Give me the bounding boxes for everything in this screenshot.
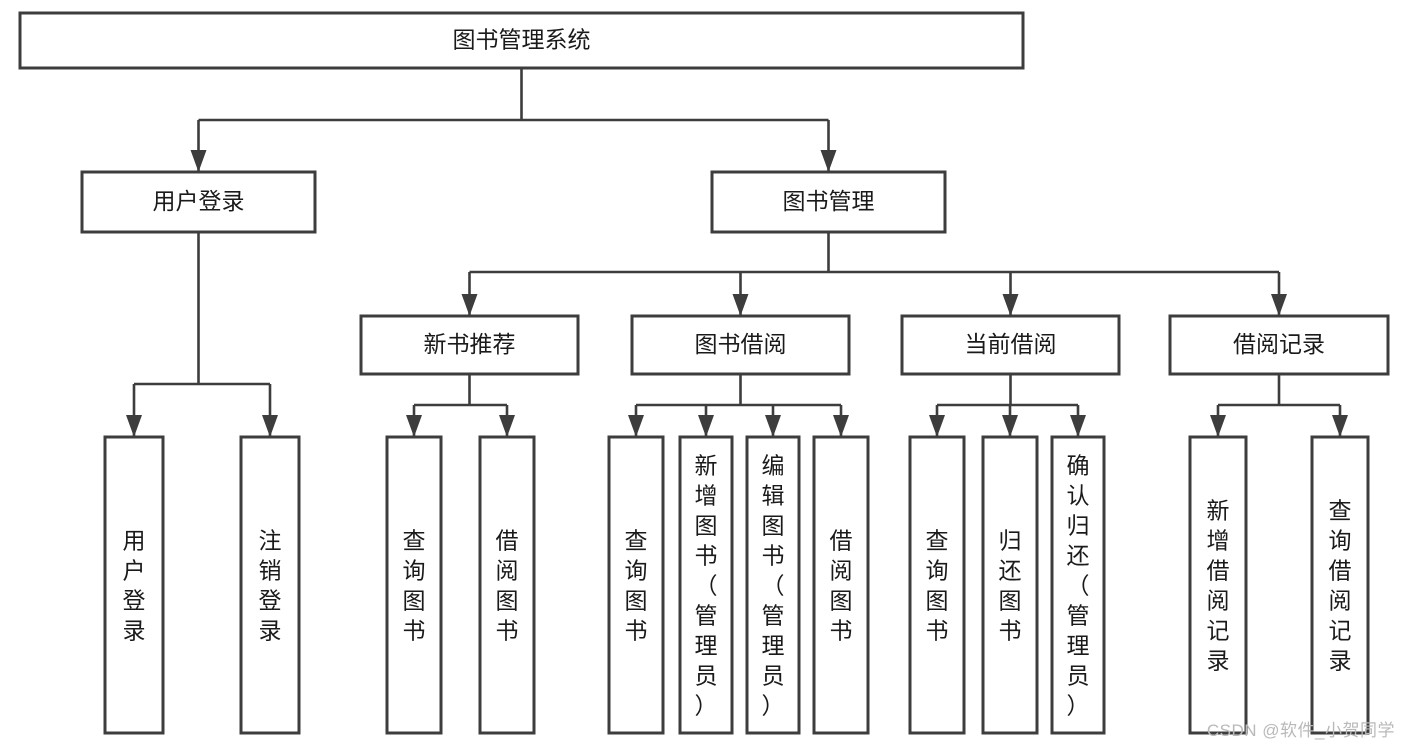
node-label: 当前借阅: [965, 331, 1057, 357]
arrow-head-icon: [499, 415, 515, 437]
node-label: 新增图书（管理员）: [695, 452, 718, 718]
edge-group: [406, 374, 515, 437]
edge-group: [126, 232, 278, 437]
node-box: [1188, 435, 1248, 735]
node-leaf-查询图书[interactable]: 查询图书: [385, 435, 443, 735]
watermark-text: CSDN @软件_小贺同学: [1206, 721, 1395, 740]
node-l3-当前借阅[interactable]: 当前借阅: [900, 314, 1121, 376]
node-box: [630, 314, 851, 376]
node-label: 图书管理系统: [453, 27, 591, 53]
node-leaf-借阅图书[interactable]: 借阅图书: [812, 435, 870, 735]
node-box: [900, 314, 1121, 376]
diagram-nodes: 图书管理系统用户登录图书管理新书推荐图书借阅当前借阅借阅记录用户登录注销登录查询…: [18, 11, 1390, 735]
node-label: 确认归还（管理员）: [1067, 452, 1090, 718]
arrow-head-icon: [1002, 415, 1018, 437]
node-leaf-查询图书[interactable]: 查询图书: [607, 435, 665, 735]
node-label: 用户登录: [123, 527, 146, 643]
node-box: [385, 435, 443, 735]
node-label: 编辑图书（管理员）: [762, 452, 785, 718]
node-label: 查询图书: [926, 527, 949, 643]
arrow-head-icon: [1271, 294, 1287, 316]
arrow-head-icon: [765, 415, 781, 437]
connector-edges: [126, 68, 1348, 437]
node-l2-用户登录[interactable]: 用户登录: [80, 170, 317, 234]
node-box: [478, 435, 536, 735]
node-box: [18, 11, 1025, 70]
node-box: [359, 314, 580, 376]
node-label: 查询图书: [625, 527, 648, 643]
node-root-图书管理系统[interactable]: 图书管理系统: [18, 11, 1025, 70]
edge-group: [1210, 374, 1348, 437]
node-leaf-确认归还管理员[interactable]: 确认归还（管理员）: [1050, 435, 1106, 735]
node-label: 用户登录: [153, 188, 245, 214]
node-box: [710, 170, 947, 234]
node-box: [981, 435, 1039, 735]
node-label: 查询借阅记录: [1329, 497, 1352, 673]
node-box: [1168, 314, 1390, 376]
node-box: [908, 435, 966, 735]
node-label: 图书借阅: [695, 331, 787, 357]
node-leaf-借阅图书[interactable]: 借阅图书: [478, 435, 536, 735]
arrow-head-icon: [461, 294, 478, 316]
edge-group: [929, 374, 1086, 437]
node-box: [607, 435, 665, 735]
arrow-head-icon: [406, 415, 422, 437]
node-box: [103, 435, 165, 735]
node-leaf-用户登录[interactable]: 用户登录: [103, 435, 165, 735]
node-label: 借阅记录: [1233, 331, 1325, 357]
arrow-head-icon: [833, 415, 849, 437]
arrow-head-icon: [1332, 415, 1348, 437]
node-l2-图书管理[interactable]: 图书管理: [710, 170, 947, 234]
arrow-head-icon: [1070, 415, 1086, 437]
arrow-head-icon: [732, 294, 749, 316]
arrow-head-icon: [929, 415, 945, 437]
arrow-head-icon: [190, 150, 207, 172]
node-leaf-查询图书[interactable]: 查询图书: [908, 435, 966, 735]
node-l3-新书推荐[interactable]: 新书推荐: [359, 314, 580, 376]
node-l3-借阅记录[interactable]: 借阅记录: [1168, 314, 1390, 376]
arrow-head-icon: [1002, 294, 1019, 316]
node-leaf-归还图书[interactable]: 归还图书: [981, 435, 1039, 735]
node-leaf-查询借阅记录[interactable]: 查询借阅记录: [1310, 435, 1370, 735]
edge-group: [190, 68, 837, 172]
arrow-head-icon: [126, 415, 142, 437]
node-label: 注销登录: [259, 527, 282, 643]
node-label: 图书管理: [783, 188, 875, 214]
node-box: [678, 435, 734, 735]
arrow-head-icon: [1210, 415, 1226, 437]
node-leaf-新增借阅记录[interactable]: 新增借阅记录: [1188, 435, 1248, 735]
node-box: [812, 435, 870, 735]
node-label: 新增借阅记录: [1207, 497, 1230, 673]
node-label: 借阅图书: [496, 527, 519, 643]
edge-group: [461, 232, 1287, 316]
arrow-head-icon: [262, 415, 278, 437]
node-box: [1050, 435, 1106, 735]
node-box: [80, 170, 317, 234]
node-label: 新书推荐: [424, 331, 516, 357]
node-l3-图书借阅[interactable]: 图书借阅: [630, 314, 851, 376]
node-box: [1310, 435, 1370, 735]
node-label: 归还图书: [999, 527, 1022, 643]
node-label: 查询图书: [403, 527, 426, 643]
edge-group: [628, 374, 849, 437]
arrow-head-icon: [698, 415, 714, 437]
arrow-head-icon: [820, 150, 837, 172]
arrow-head-icon: [628, 415, 644, 437]
node-box: [745, 435, 801, 735]
node-leaf-注销登录[interactable]: 注销登录: [239, 435, 301, 735]
node-leaf-编辑图书管理员[interactable]: 编辑图书（管理员）: [745, 435, 801, 735]
node-box: [239, 435, 301, 735]
node-label: 借阅图书: [830, 527, 853, 643]
node-leaf-新增图书管理员[interactable]: 新增图书（管理员）: [678, 435, 734, 735]
